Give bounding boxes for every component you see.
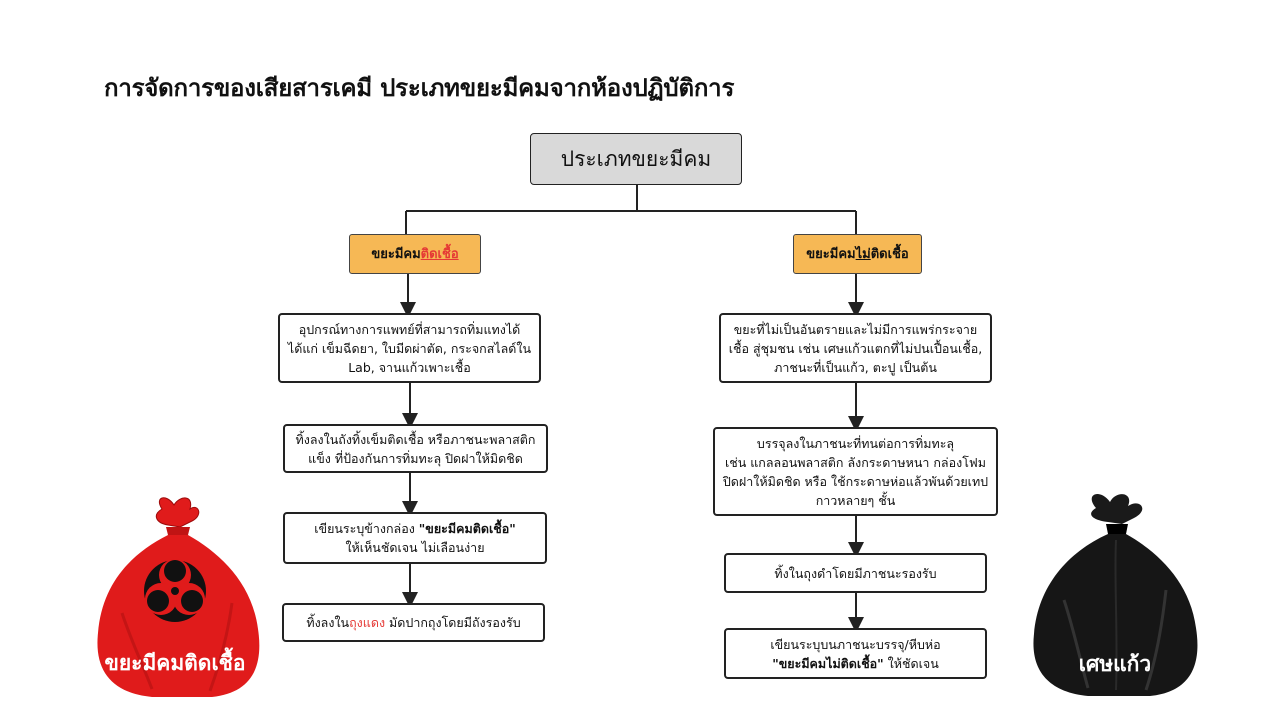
black-garbage-bag-icon — [1033, 494, 1198, 696]
non-infectious-step-2: บรรจุลงในภาชนะที่ทนต่อการทิ่มทะลุ เช่น แ… — [713, 427, 998, 516]
non-infectious-step-4: เขียนระบุบนภาชนะบรรจุ/หีบห่อ "ขยะมีคมไม่… — [724, 628, 987, 679]
non-infectious-step-3-line: ทิ้งในถุงดำโดยมีภาชนะรองรับ — [774, 565, 937, 581]
category-non-infectious-prefix: ขยะมีคม — [806, 246, 856, 262]
page-title: การจัดการของเสียสารเคมี ประเภทขยะมีคมจาก… — [104, 74, 735, 102]
non-infectious-step-4-bold: "ขยะมีคมไม่ติดเชื้อ" — [772, 655, 884, 671]
category-non-infectious: ขยะมีคมไม่ติดเชื้อ — [793, 234, 922, 274]
infectious-step-2: ทิ้งลงในถังทิ้งเข็มติดเชื้อ หรือภาชนะพลา… — [283, 424, 548, 473]
non-infectious-step-1-line: ภาชนะที่เป็นแก้ว, ตะปู เป็นต้น — [774, 359, 937, 375]
non-infectious-step-2-line: ปิดฝาให้มิดชิด หรือ ใช้กระดาษห่อแล้วพันด… — [722, 473, 989, 489]
non-infectious-step-2-line: บรรจุลงในภาชนะที่ทนต่อการทิ่มทะลุ — [756, 435, 955, 451]
infectious-step-4-suffix: มัดปากถุงโดยมีถังรองรับ — [385, 615, 521, 630]
non-infectious-step-4-line1: เขียนระบุบนภาชนะบรรจุ/หีบห่อ — [770, 636, 941, 652]
non-infectious-step-3: ทิ้งในถุงดำโดยมีภาชนะรองรับ — [724, 553, 987, 593]
non-infectious-step-1: ขยะที่ไม่เป็นอันตรายและไม่มีการแพร่กระจา… — [719, 313, 992, 383]
non-infectious-step-4-suffix: ให้ชัดเจน — [883, 655, 939, 671]
category-infectious-prefix: ขยะมีคม — [371, 246, 421, 262]
non-infectious-step-1-line: เชื้อ สู่ชุมชน เช่น เศษแก้วแตกที่ไม่ปนเป… — [728, 340, 983, 356]
red-bag-label: ขยะมีคมติดเชื้อ — [104, 651, 246, 675]
infectious-step-1-line: ได้แก่ เข็มฉีดยา, ใบมีดผ่าตัด, กระจกสไลด… — [287, 340, 532, 356]
red-biohazard-bag-icon — [97, 497, 260, 697]
infectious-step-1: อุปกรณ์ทางการแพทย์ที่สามารถทิ่มแทงได้ ได… — [278, 313, 541, 383]
non-infectious-step-2-line: กาวหลายๆ ชั้น — [815, 492, 896, 508]
infectious-step-2-line: ทิ้งลงในถังทิ้งเข็มติดเชื้อ หรือภาชนะพลา… — [295, 431, 536, 447]
category-infectious-highlight: ติดเชื้อ — [420, 246, 459, 262]
infectious-step-2-line: แข็ง ที่ป้องกันการทิ่มทะลุ ปิดฝาให้มิดชิ… — [308, 450, 523, 466]
infectious-step-3-bold: "ขยะมีคมติดเชื้อ" — [418, 521, 516, 536]
category-non-infectious-suffix: ติดเชื้อ — [870, 246, 909, 262]
infectious-step-1-line: Lab, จานแก้วเพาะเชื้อ — [348, 359, 471, 375]
infectious-step-3: เขียนระบุข้างกล่อง "ขยะมีคมติดเชื้อ" ให้… — [283, 512, 547, 564]
non-infectious-step-2-line: เช่น แกลลอนพลาสติก ลังกระดาษหนา กล่องโฟม — [724, 454, 987, 470]
root-node: ประเภทขยะมีคม — [530, 133, 742, 185]
category-infectious: ขยะมีคมติดเชื้อ — [349, 234, 481, 274]
root-label: ประเภทขยะมีคม — [560, 146, 712, 171]
black-bag-label: เศษแก้ว — [1078, 652, 1152, 676]
infectious-step-1-line: อุปกรณ์ทางการแพทย์ที่สามารถทิ่มแทงได้ — [298, 321, 521, 337]
infectious-step-4-prefix: ทิ้งลงใน — [306, 615, 350, 630]
non-infectious-step-1-line: ขยะที่ไม่เป็นอันตรายและไม่มีการแพร่กระจา… — [733, 321, 978, 337]
infectious-step-3-line2: ให้เห็นชัดเจน ไม่เลือนง่าย — [345, 540, 485, 555]
category-non-infectious-underline: ไม่ — [855, 246, 871, 262]
infectious-step-4-red-bag: ถุงแดง — [349, 615, 386, 630]
infectious-step-3-text: เขียนระบุข้างกล่อง — [314, 521, 419, 536]
infectious-step-4: ทิ้งลงในถุงแดง มัดปากถุงโดยมีถังรองรับ — [282, 603, 545, 642]
